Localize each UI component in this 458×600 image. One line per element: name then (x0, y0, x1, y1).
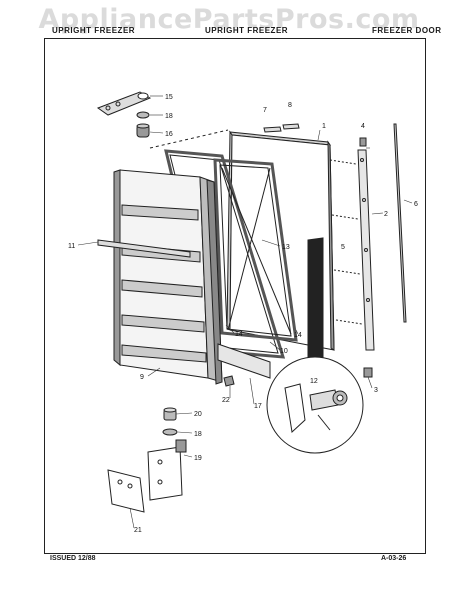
header-center: UPRIGHT FREEZER (205, 26, 289, 35)
header-right: FREEZER DOOR (372, 26, 442, 35)
bushing (136, 123, 150, 138)
callout-21: 21 (134, 527, 142, 534)
callout-5: 5 (341, 244, 345, 251)
callout-13: 13 (282, 244, 290, 251)
callout-14-right: 14 (294, 332, 302, 339)
bottom-bushing (163, 407, 177, 421)
top-hinge-bracket (96, 91, 152, 116)
callout-19: 19 (194, 455, 202, 462)
washer-top (136, 111, 150, 119)
washer-bottom (162, 428, 178, 436)
callout-3: 3 (374, 387, 378, 394)
callout-11: 11 (68, 243, 75, 250)
callout-18-top: 18 (165, 113, 173, 120)
trim-piece-8 (282, 123, 300, 130)
hinge-plate (107, 469, 145, 513)
leader-lines (77, 95, 413, 529)
callout-22: 22 (222, 397, 230, 404)
bottom-hinge (147, 439, 187, 501)
callout-15: 15 (165, 94, 173, 101)
inner-door-frame (213, 158, 298, 342)
trim-piece-7 (263, 126, 282, 133)
clip (223, 375, 235, 387)
callout-2: 2 (384, 211, 388, 218)
handle-detail (266, 356, 364, 454)
callout-17: 17 (254, 403, 262, 410)
footer-issued: ISSUED 12/88 (50, 555, 96, 562)
header-left: UPRIGHT FREEZER (52, 26, 136, 35)
callout-14-left: 14 (235, 331, 243, 338)
callout-8: 8 (288, 102, 292, 109)
callout-9: 9 (140, 374, 144, 381)
callout-20: 20 (194, 411, 202, 418)
callout-18-bottom: 18 (194, 431, 202, 438)
callout-4: 4 (361, 123, 365, 130)
bottom-cap (363, 367, 373, 378)
callout-16: 16 (165, 131, 173, 138)
footer-page-code: A-03-26 (381, 555, 407, 562)
callout-6: 6 (414, 201, 418, 208)
bottom-trim (217, 343, 271, 379)
gasket-strip (307, 237, 324, 373)
screws (329, 159, 363, 325)
rod (393, 123, 407, 323)
door-liner (113, 169, 223, 385)
callout-7: 7 (263, 107, 267, 114)
breaker-strip (357, 149, 375, 351)
top-cap (359, 137, 367, 147)
callout-10: 10 (280, 348, 288, 355)
shelf-bar (97, 239, 191, 258)
callout-12: 12 (310, 378, 318, 385)
callout-1: 1 (322, 123, 326, 130)
diagram-frame (44, 38, 426, 554)
